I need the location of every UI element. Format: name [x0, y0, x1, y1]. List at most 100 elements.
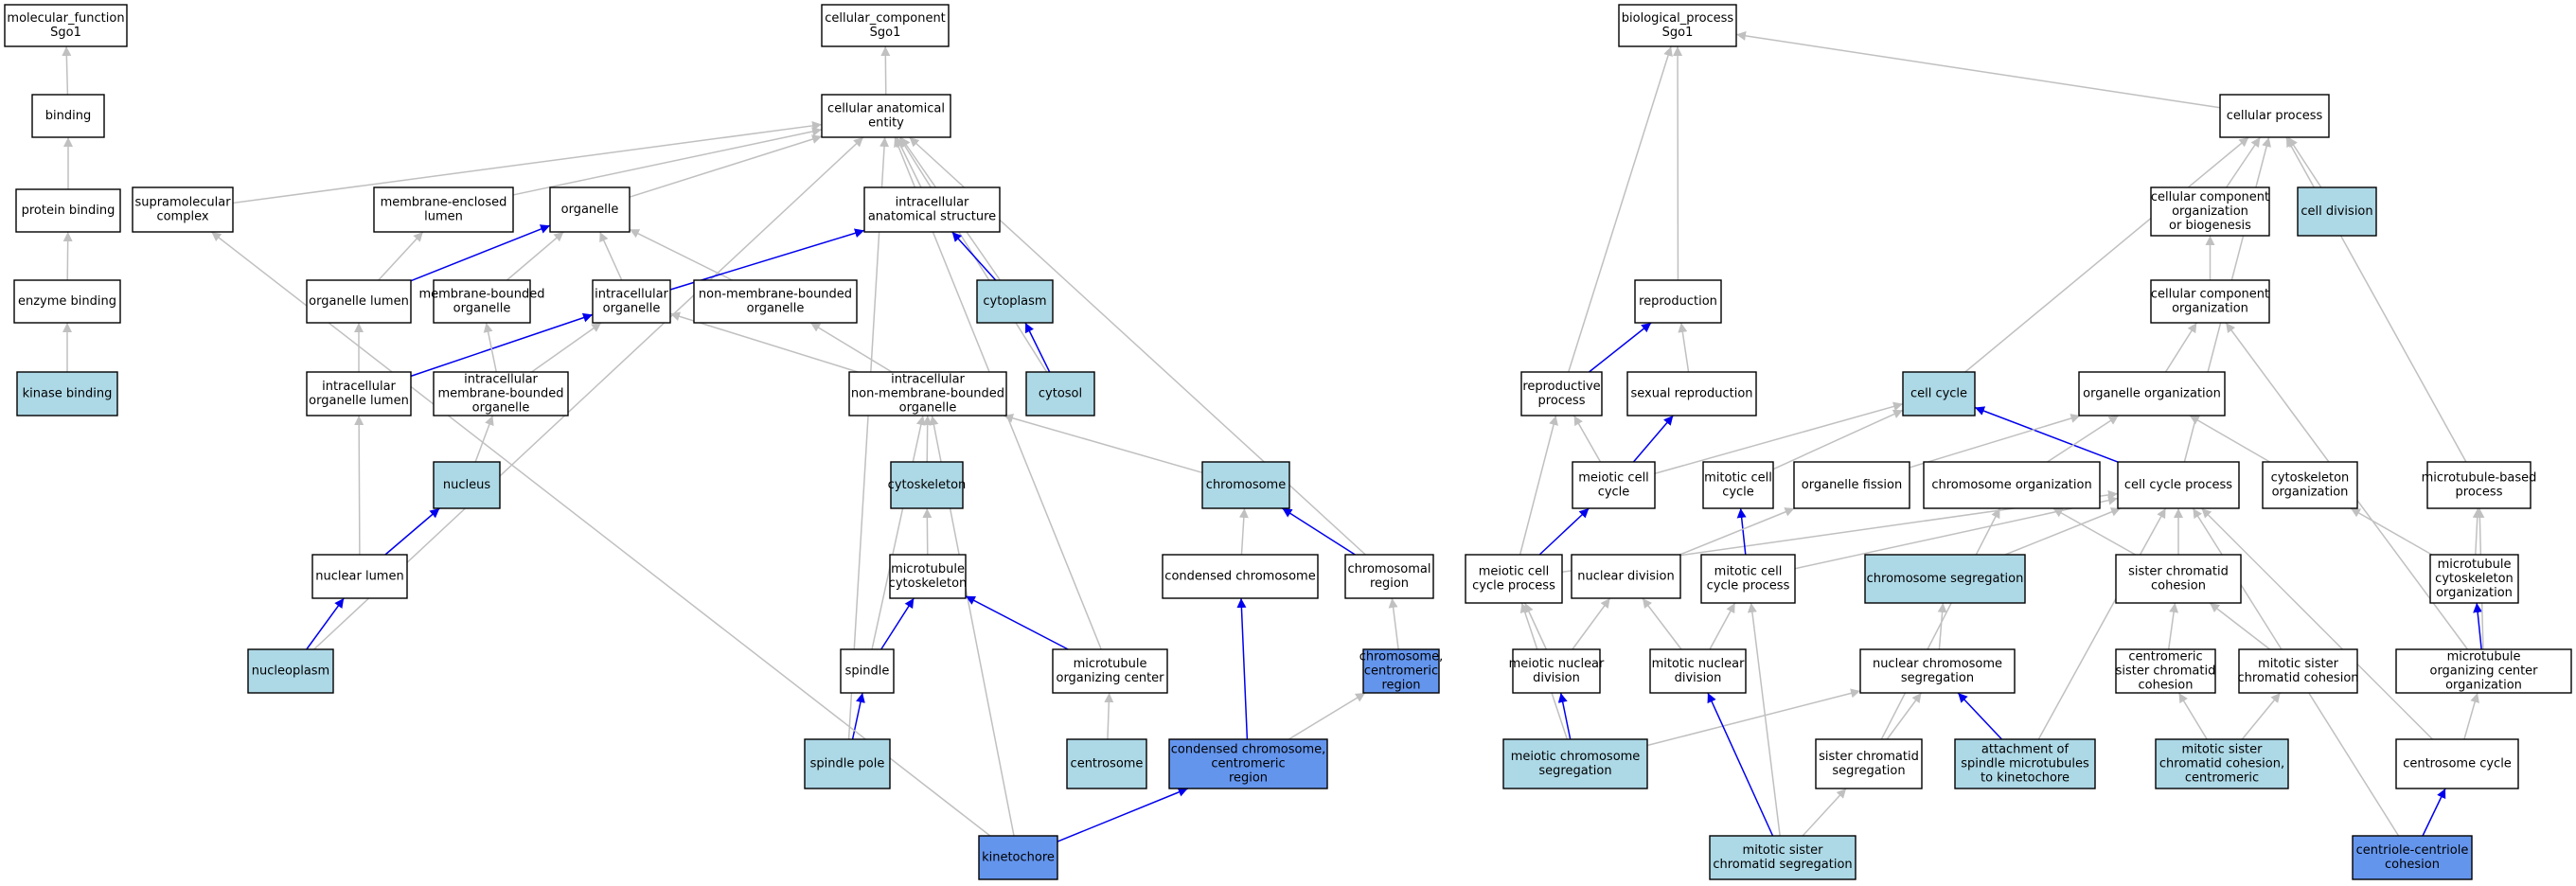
node-condchr[interactable]: condensed chromosome: [1162, 554, 1319, 599]
node-cytosol[interactable]: cytosol: [1025, 371, 1095, 416]
node-nucleus[interactable]: nucleus: [433, 461, 501, 509]
node-label-line: molecular_function: [7, 11, 124, 26]
node-box: [804, 738, 891, 789]
node-box: [1618, 4, 1737, 47]
node-nlumen[interactable]: nuclear lumen: [311, 554, 408, 599]
node-ccproc[interactable]: cell cycle process: [2117, 461, 2240, 509]
node-reproduction[interactable]: reproduction: [1634, 279, 1722, 324]
node-kbind[interactable]: kinase binding: [16, 371, 118, 416]
node-nucdiv[interactable]: nuclear division: [1571, 554, 1681, 599]
node-binding[interactable]: binding: [31, 94, 105, 138]
node-centcyc[interactable]: centrosome cycle: [2395, 738, 2519, 789]
node-box: [433, 461, 501, 509]
edge-ccrcen-to-condchr: [1236, 597, 1249, 740]
node-box: [1626, 371, 1757, 416]
node-box: [2429, 554, 2519, 604]
node-cytoplasm[interactable]: cytoplasm: [976, 279, 1054, 324]
edge-ccrcen-to-chrcen: [1288, 692, 1366, 740]
node-cellcycle[interactable]: cell cycle: [1902, 371, 1976, 416]
edge-meicc-to-repproc: [1572, 415, 1602, 463]
node-spindle[interactable]: spindle: [840, 648, 895, 694]
node-label-line: region: [1229, 771, 1268, 786]
node-cytoskeleton[interactable]: cytoskeleton: [888, 461, 967, 509]
node-organelle[interactable]: organelle: [549, 186, 631, 233]
node-chromosome[interactable]: chromosome: [1201, 461, 1290, 509]
node-inmbo[interactable]: intracellularnon-membrane-boundedorganel…: [848, 371, 1007, 416]
node-celldiv[interactable]: cell division: [2297, 186, 2377, 237]
node-sexrep[interactable]: sexual reproduction: [1626, 371, 1757, 416]
node-nucleoplasm[interactable]: nucleoplasm: [247, 648, 334, 694]
edge-spindle-to-inmbo: [871, 415, 926, 650]
node-orgorg[interactable]: organelle organization: [2078, 371, 2226, 416]
node-box: [306, 371, 412, 416]
node-label-line: mitotic nuclear: [1652, 657, 1746, 671]
edge-io-to-organelle: [598, 231, 623, 281]
edge-cytoskeleton-to-inmbo: [922, 415, 933, 463]
node-box: [2150, 186, 2270, 237]
node-label-line: centrosome cycle: [2403, 757, 2512, 771]
node-olumen[interactable]: organelle lumen: [306, 279, 412, 324]
node-label-line: cycle process: [1707, 579, 1790, 594]
node-chrseg[interactable]: chromosome segregation: [1864, 554, 2026, 604]
edge-cellcycle-to-cellproc: [1964, 136, 2249, 373]
node-label-line: organelle lumen: [309, 294, 409, 309]
node-pbind[interactable]: protein binding: [15, 188, 121, 233]
edge-repproc-to-bp: [1568, 45, 1673, 373]
node-box: [2395, 648, 2572, 694]
node-kinetochore[interactable]: kinetochore: [978, 835, 1058, 880]
node-label-line: nucleoplasm: [252, 664, 329, 679]
edge-iol-to-io: [410, 312, 594, 378]
node-spole[interactable]: spindle pole: [804, 738, 891, 789]
node-box: [2238, 648, 2358, 694]
node-cellproc[interactable]: cellular process: [2219, 94, 2330, 138]
node-label-line: meiotic cell: [1479, 565, 1550, 579]
node-orgfis[interactable]: organelle fission: [1793, 461, 1910, 509]
node-box: [1815, 738, 1923, 789]
edge-supra-to-cae: [232, 120, 823, 204]
node-ebind[interactable]: enzyme binding: [13, 279, 121, 324]
node-centrosome[interactable]: centrosome: [1066, 738, 1147, 789]
node-box: [1201, 461, 1290, 509]
node-chrorg[interactable]: chromosome organization: [1923, 461, 2101, 509]
